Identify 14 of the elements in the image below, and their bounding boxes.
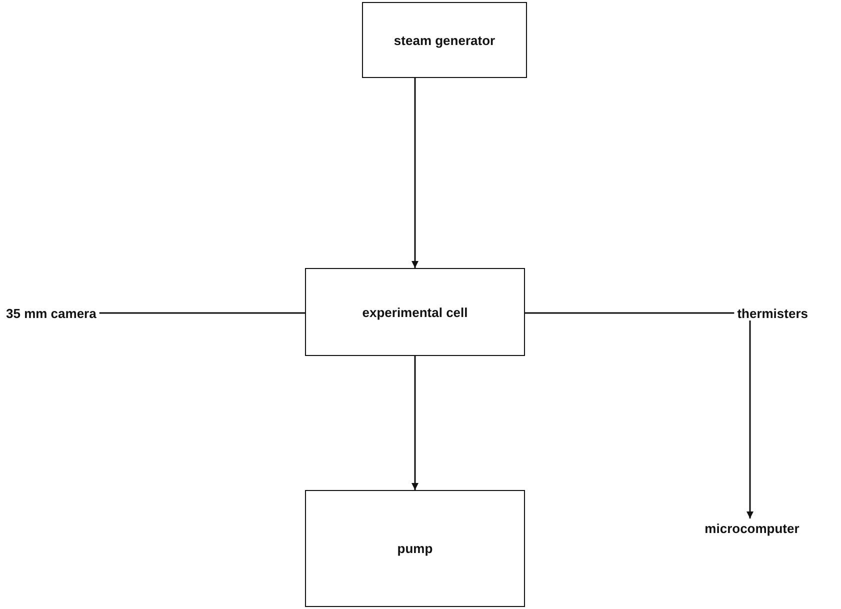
component-label: thermisters [737, 306, 808, 320]
connector-line [99, 312, 305, 314]
arrow [412, 78, 418, 268]
arrow [412, 356, 418, 490]
process-box [305, 268, 525, 356]
process-box [305, 490, 525, 607]
box-label: experimental cell [362, 304, 468, 320]
component-label: 35 mm camera [6, 306, 96, 320]
arrow [746, 320, 754, 518]
box-label: pump [397, 541, 433, 556]
process-box [362, 2, 527, 78]
box-label: steam generator [394, 32, 496, 48]
component-label: microcomputer [704, 520, 800, 536]
connector-line [525, 312, 734, 314]
